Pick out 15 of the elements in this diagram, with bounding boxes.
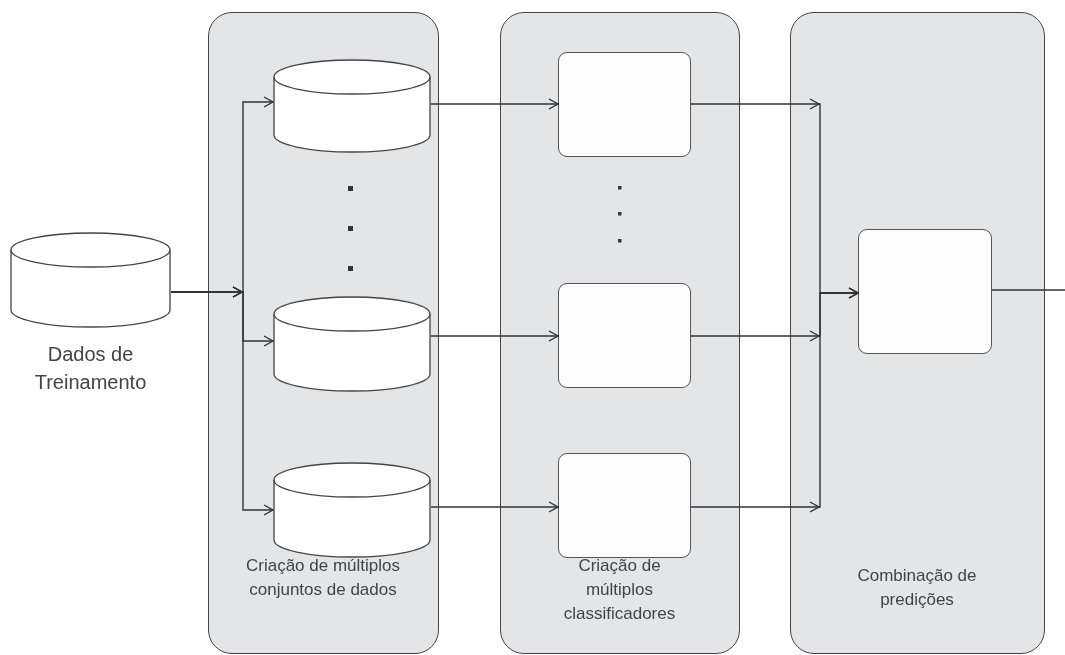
process-box [557,282,691,388]
panel-caption: Criação de múltiplos classificadores [562,555,677,625]
database-cylinder [10,233,171,328]
panel-caption: Criação de múltiplos conjuntos de dados [245,555,401,601]
database-cylinder [272,462,431,558]
node-caption: Dados de Treinamento [33,342,148,395]
group-panel [790,12,1045,654]
group-panel [500,12,740,654]
database-cylinder [272,59,431,153]
process-box [857,228,992,354]
process-box [557,51,691,157]
database-cylinder [272,296,431,392]
group-panel [208,12,439,654]
panel-caption: Combinação de predições [856,565,978,611]
process-box [557,452,691,558]
